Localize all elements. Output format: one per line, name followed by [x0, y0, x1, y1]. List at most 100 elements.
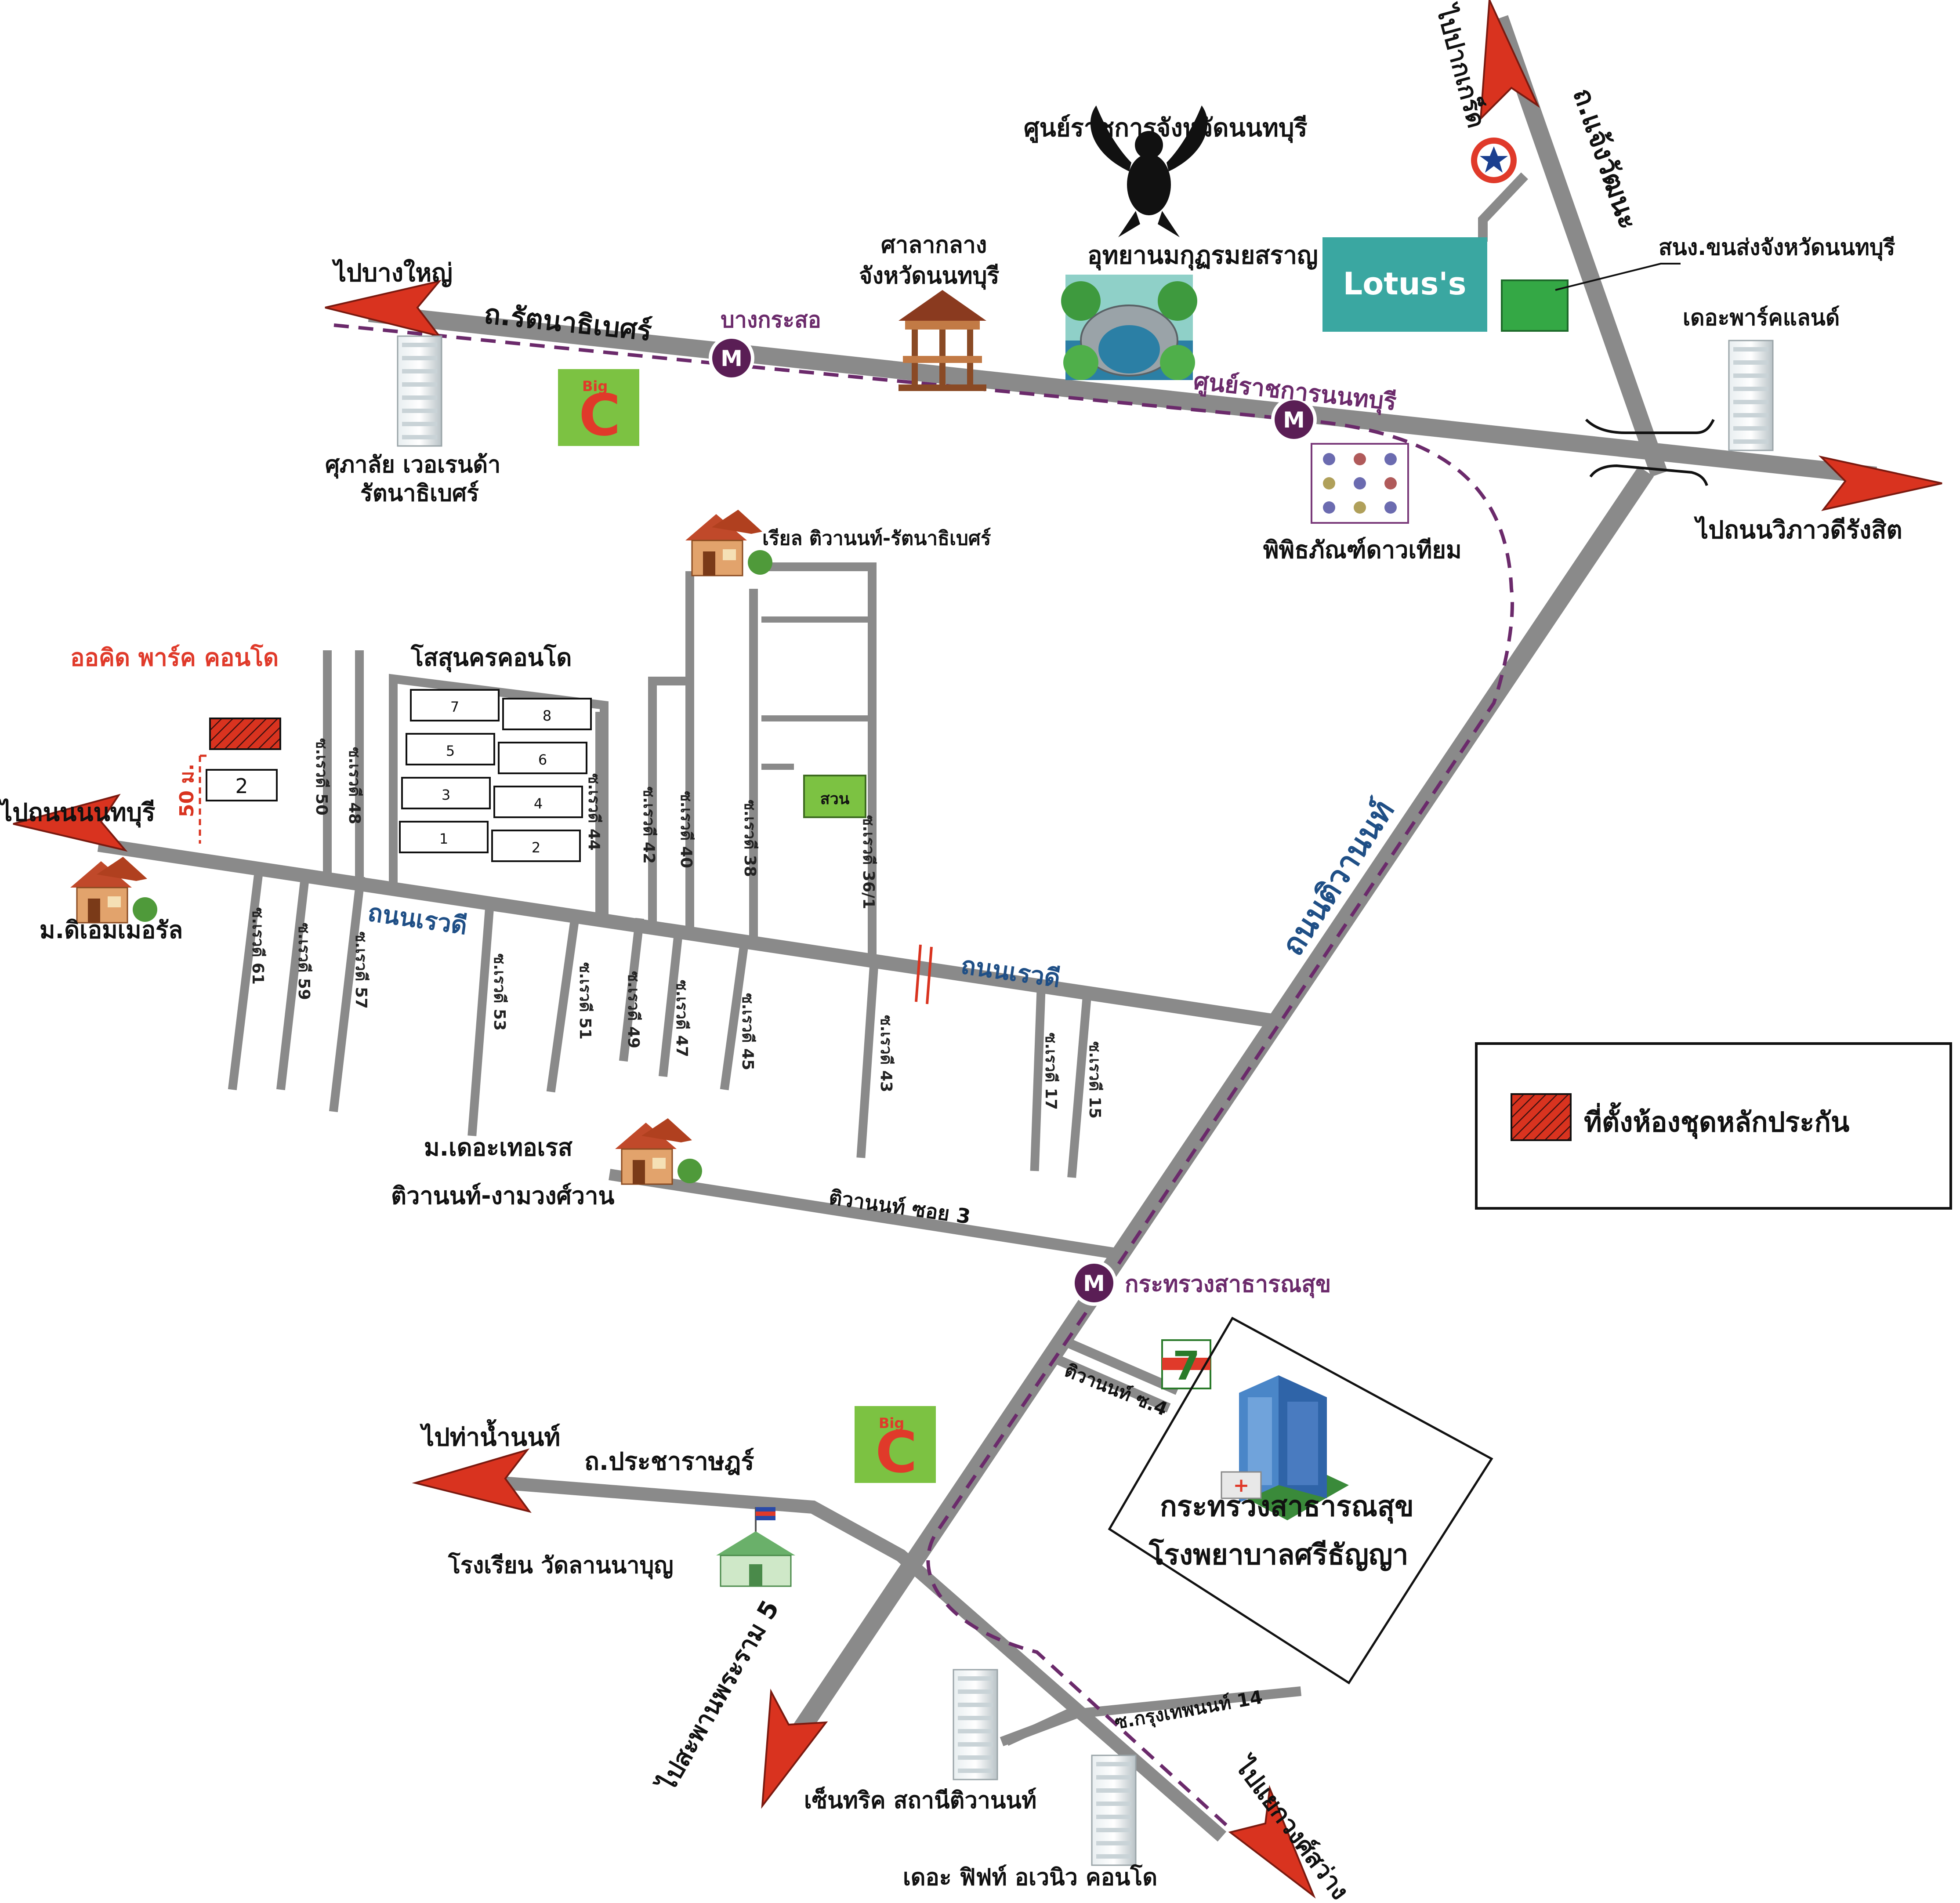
real-tiwanon-label: เรียล ติวานนท์-รัตนาธิเบศร์	[762, 527, 991, 550]
road-rattanathibet	[368, 304, 1877, 485]
sosuk-block-7: 7	[410, 689, 500, 721]
legend-box: ที่ตั้งห้องชุดหลักประกัน	[1475, 1042, 1952, 1210]
bigc-letter: C	[875, 1419, 917, 1486]
lotus-store-logo[interactable]: Lotus's	[1322, 237, 1487, 332]
station-nonthaburi-gov-icon[interactable]: M	[1273, 399, 1315, 441]
soi-label: ซ.เรวดี 43	[877, 1015, 895, 1092]
station-bang-krasor-label: บางกระสอ	[721, 307, 821, 333]
park-land-label: เดอะพาร์คแลนด์	[1683, 305, 1840, 330]
bigc-bottom-logo[interactable]: Big C	[855, 1406, 936, 1486]
direction-kwang-label: ไปแยกวงศ์สว่าง	[1228, 1751, 1355, 1903]
sosuk-block-6: 6	[498, 742, 587, 774]
arrow-vibhavadi	[1818, 455, 1942, 511]
soi-label: ซ.เรวดี 61	[249, 907, 267, 985]
fifth-avenue-tower-icon	[1091, 1754, 1137, 1866]
station-icon-letter: M	[721, 346, 743, 371]
arrow-kwang	[1228, 1785, 1316, 1899]
road-krungthepnon-soi14-label: ซ.กรุงเทพนนท์ 14	[1113, 1686, 1264, 1734]
fuel-station-link	[1478, 172, 1528, 242]
transport-office-box[interactable]	[1501, 279, 1569, 332]
pavilion-icon	[898, 290, 986, 391]
soi-15-road	[1067, 986, 1092, 1178]
soi-53-road	[467, 898, 495, 1136]
soi-47-road	[658, 924, 684, 1077]
bigc-top-logo[interactable]: Big C	[558, 369, 639, 449]
sosuk-block-3: 3	[401, 777, 491, 809]
road-tiwanon	[769, 466, 1654, 1771]
soi-label: ซ.เรวดี 48	[345, 747, 363, 824]
orchid-park-subject-building[interactable]	[209, 718, 281, 750]
block-number: 5	[446, 743, 455, 759]
direction-tha-nam-label: ไปท่าน้ำนนท์	[420, 1419, 560, 1452]
road-prachanarat-label: ถ.ประชาราษฎร์	[584, 1447, 754, 1476]
bigc-letter: C	[579, 382, 620, 449]
seven-eleven-logo[interactable]: 7	[1161, 1339, 1211, 1389]
station-icon-letter: M	[1083, 1271, 1105, 1296]
soi-label: ซ.เรวดี 49	[624, 971, 642, 1048]
arrow-tha-nam	[412, 1448, 532, 1513]
soi-17-road	[1030, 979, 1046, 1171]
station-icon-letter: M	[1283, 407, 1305, 433]
soi-45-road	[720, 935, 750, 1091]
soi-43-road	[856, 955, 879, 1158]
soi-42-road	[648, 677, 685, 923]
orchid-park-building-2: 2	[206, 769, 278, 801]
arrow-bang-yai	[325, 279, 442, 338]
block-number: 6	[538, 751, 547, 768]
terrace-label-2: ติวานนท์-งามวงศ์วาน	[391, 1182, 614, 1210]
sosuk-block-5: 5	[406, 733, 495, 765]
station-health-ministry-icon[interactable]: M	[1073, 1262, 1115, 1304]
arrow-nonthaburi	[13, 794, 128, 852]
soi-label: ซ.เรวดี 45	[739, 993, 757, 1070]
interchange-marks	[1585, 418, 1715, 486]
direction-pak-kret-label: ไปปากเกร็ด	[1430, 0, 1492, 131]
soi-label: ซ.เรวดี 44	[585, 773, 603, 851]
road-prachanarat	[467, 1473, 1227, 1842]
centric-label: เซ็นทริค สถานีติวานนท์	[804, 1787, 1036, 1814]
garden-box: สวน	[803, 775, 866, 818]
soi-51-road	[546, 909, 581, 1093]
satellite-museum-icon	[1311, 443, 1409, 524]
lotus-brand-text: Lotus's	[1343, 266, 1467, 302]
sosuk-label: โสสุนครคอนโด	[410, 644, 572, 673]
block-number: 8	[543, 707, 551, 724]
soi-label: ซ.เรวดี 15	[1086, 1041, 1104, 1119]
moph-label-1: กระทรวงสาธารณสุข	[1160, 1490, 1414, 1524]
sosuk-block-1: 1	[399, 821, 489, 853]
terrace-label-1: ม.เดอะเทอเรส	[424, 1134, 572, 1161]
terrace-house-icon	[614, 1117, 703, 1185]
road-tiwanon-soi3	[609, 1169, 1114, 1259]
fifth-avenue-label: เดอะ ฟิฟท์ อเวนิว คอนโด	[903, 1863, 1157, 1891]
city-hall-label-1: ศาลากลาง	[881, 232, 987, 258]
legend-swatch	[1511, 1093, 1572, 1141]
centric-tower-icon	[953, 1669, 998, 1780]
park-picture-icon	[1061, 275, 1197, 380]
station-bang-krasor-icon[interactable]: M	[710, 337, 753, 379]
soi-label: ซ.เรวดี 57	[352, 932, 370, 1009]
road-tiwanon-soi4	[1065, 1338, 1180, 1395]
direction-bang-yai-label: ไปบางใหญ่	[332, 258, 453, 287]
supalai-label-1: ศุภาลัย เวอเรนด้า	[325, 452, 500, 479]
soi-label: ซ.เรวดี 53	[490, 953, 508, 1031]
soi-label: ซ.เรวดี 42	[640, 787, 658, 864]
garuda-emblem-icon	[1090, 105, 1208, 237]
direction-nonthaburi-label: ไปถนนนนทบุรี	[0, 798, 155, 828]
block-number: 3	[442, 787, 450, 803]
direction-arrows	[13, 0, 1942, 1899]
de-emerald-label: ม.ดิเอมเมอรัล	[40, 916, 183, 944]
building-number: 2	[235, 774, 248, 798]
legend-label: ที่ตั้งห้องชุดหลักประกัน	[1584, 1102, 1849, 1139]
hospital-area-outline	[1108, 1316, 1493, 1685]
de-emerald-house-icon	[69, 856, 158, 924]
soi-label: ซ.เรวดี 40	[677, 791, 695, 868]
road-tiwanon-soi4-b	[1057, 1356, 1171, 1413]
hospital-building-icon: +	[1221, 1375, 1349, 1520]
moph-label-2: โรงพยาบาลศรีธัญญา	[1148, 1538, 1408, 1571]
distance-label: 50 ม.	[176, 764, 198, 817]
school-label: โรงเรียน วัดลานนาบุญ	[448, 1551, 674, 1580]
soi-59-road	[276, 869, 311, 1091]
soi-label: ซ.เรวดี 50	[312, 738, 330, 816]
parkland-tower-icon	[1728, 340, 1774, 451]
soi-label: ซ.เรวดี 59	[295, 923, 313, 1000]
station-health-ministry-label: กระทรวงสาธารณสุข	[1125, 1271, 1331, 1298]
